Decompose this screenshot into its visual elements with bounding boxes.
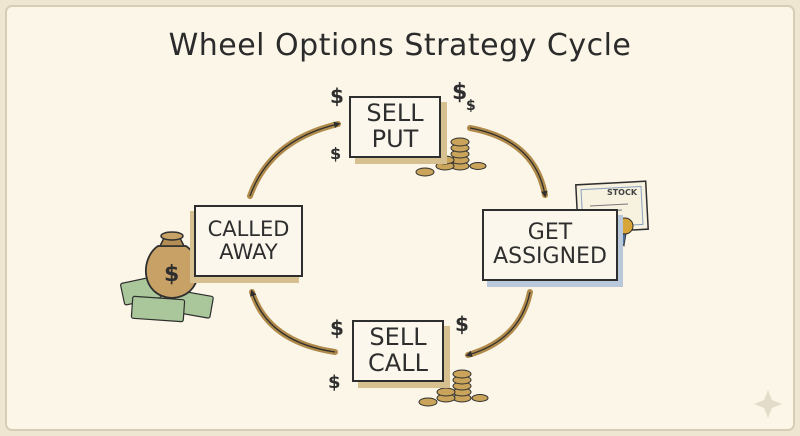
arrow-assigned-to-call [465, 289, 533, 358]
dollar-sign-icon: $ [452, 80, 468, 105]
step-called-away: CALLED AWAY [194, 205, 303, 277]
step-label-line: GET [527, 220, 573, 246]
money-bag-icon [145, 231, 199, 299]
step-label-line: ASSIGNED [493, 244, 607, 269]
coin-stack-icon [415, 137, 487, 177]
coin-stack-icon [418, 369, 489, 407]
dollar-sign-icon: $ [466, 98, 476, 114]
arrow-away-to-put [247, 121, 341, 199]
dollar-sign-icon: $ [455, 312, 469, 336]
step-label-line: PUT [371, 125, 419, 153]
step-get-assigned: GET ASSIGNED [482, 209, 618, 281]
step-label-line: CALL [368, 349, 428, 377]
sparkle-icon [754, 390, 782, 418]
dollar-sign-icon: $ [330, 84, 344, 108]
dollar-sign-icon: $ [164, 262, 180, 287]
dollar-sign-icon: $ [328, 372, 341, 393]
paper-card [5, 5, 795, 431]
step-label-line: SELL [369, 323, 427, 352]
arrow-call-to-away [249, 289, 338, 355]
arrow-put-to-assigned [467, 125, 548, 198]
step-label-line: SELL [366, 99, 424, 128]
dollar-sign-icon: $ [330, 316, 344, 340]
diagram-title: Wheel Options Strategy Cycle [168, 28, 632, 63]
step-label-line: AWAY [219, 240, 278, 264]
step-label-line: CALLED [207, 217, 290, 242]
step-sell-put: SELL PUT [349, 96, 441, 158]
dollar-sign-icon: $ [330, 144, 342, 163]
stock-certificate-label: STOCK [606, 188, 638, 197]
step-sell-call: SELL CALL [352, 320, 444, 382]
